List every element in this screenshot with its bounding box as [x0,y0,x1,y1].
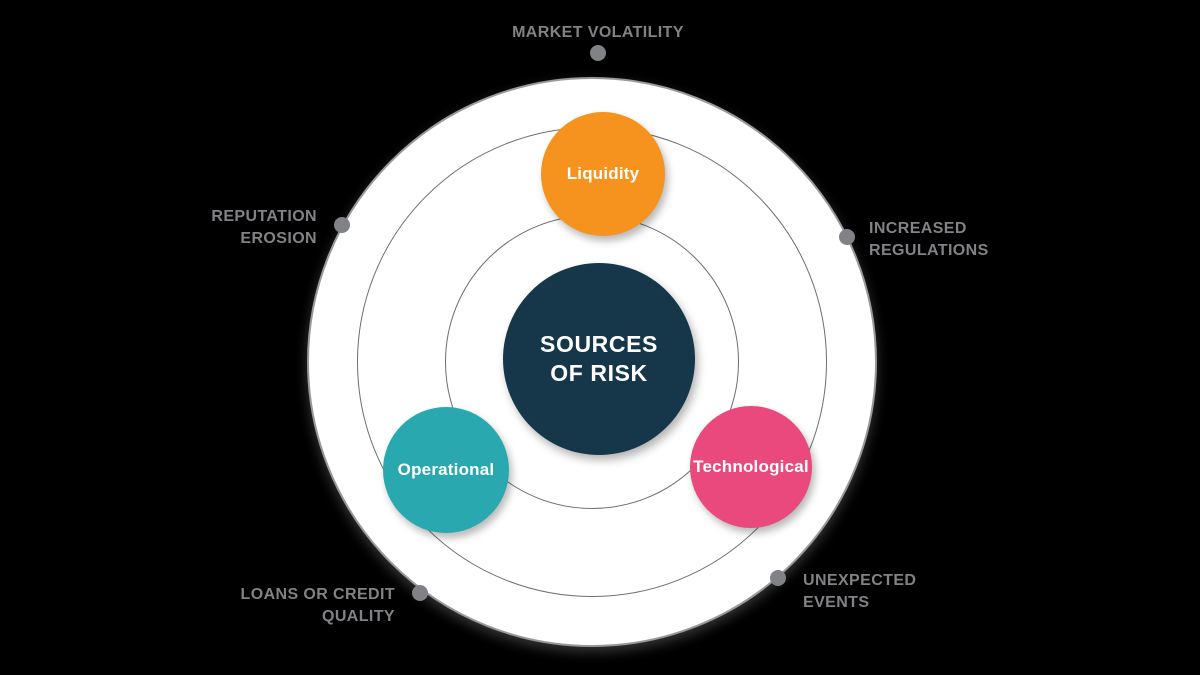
perimeter-dot-increased-regulations [839,229,855,245]
label-market-volatility-line-1: MARKET VOLATILITY [512,24,684,41]
label-loans-credit-quality: LOANS OR CREDIT QUALITY [241,584,395,628]
perimeter-dot-unexpected-events [770,570,786,586]
label-increased-regulations-line-2: REGULATIONS [869,242,989,259]
category-label-technological: Technological [693,457,809,476]
perimeter-dot-loans-credit-quality [412,585,428,601]
perimeter-dot-market-volatility [590,45,606,61]
category-label-liquidity: Liquidity [566,164,640,183]
label-market-volatility: MARKET VOLATILITY [398,22,798,44]
label-loans-credit-quality-line-1: LOANS OR CREDIT [240,586,395,603]
label-unexpected-events-line-2: EVENTS [803,594,870,611]
label-reputation-erosion-line-2: EROSION [240,230,317,247]
label-increased-regulations: INCREASED REGULATIONS [869,218,989,262]
category-circle-operational: Operational [383,407,509,533]
category-circle-technological: Technological [690,406,812,528]
hub-circle: SOURCES OF RISK [503,263,695,455]
category-label-operational: Operational [397,460,495,479]
label-loans-credit-quality-line-2: QUALITY [321,608,395,625]
label-unexpected-events-line-1: UNEXPECTED [803,572,917,589]
label-increased-regulations-line-1: INCREASED [869,220,967,237]
hub-title-line-1: SOURCES [540,331,658,357]
label-reputation-erosion: REPUTATION EROSION [211,206,317,250]
hub-title-line-2: OF RISK [550,360,648,386]
category-circle-liquidity: Liquidity [541,112,665,236]
label-reputation-erosion-line-1: REPUTATION [211,208,317,225]
perimeter-dot-reputation-erosion [334,217,350,233]
label-unexpected-events: UNEXPECTED EVENTS [803,570,916,614]
